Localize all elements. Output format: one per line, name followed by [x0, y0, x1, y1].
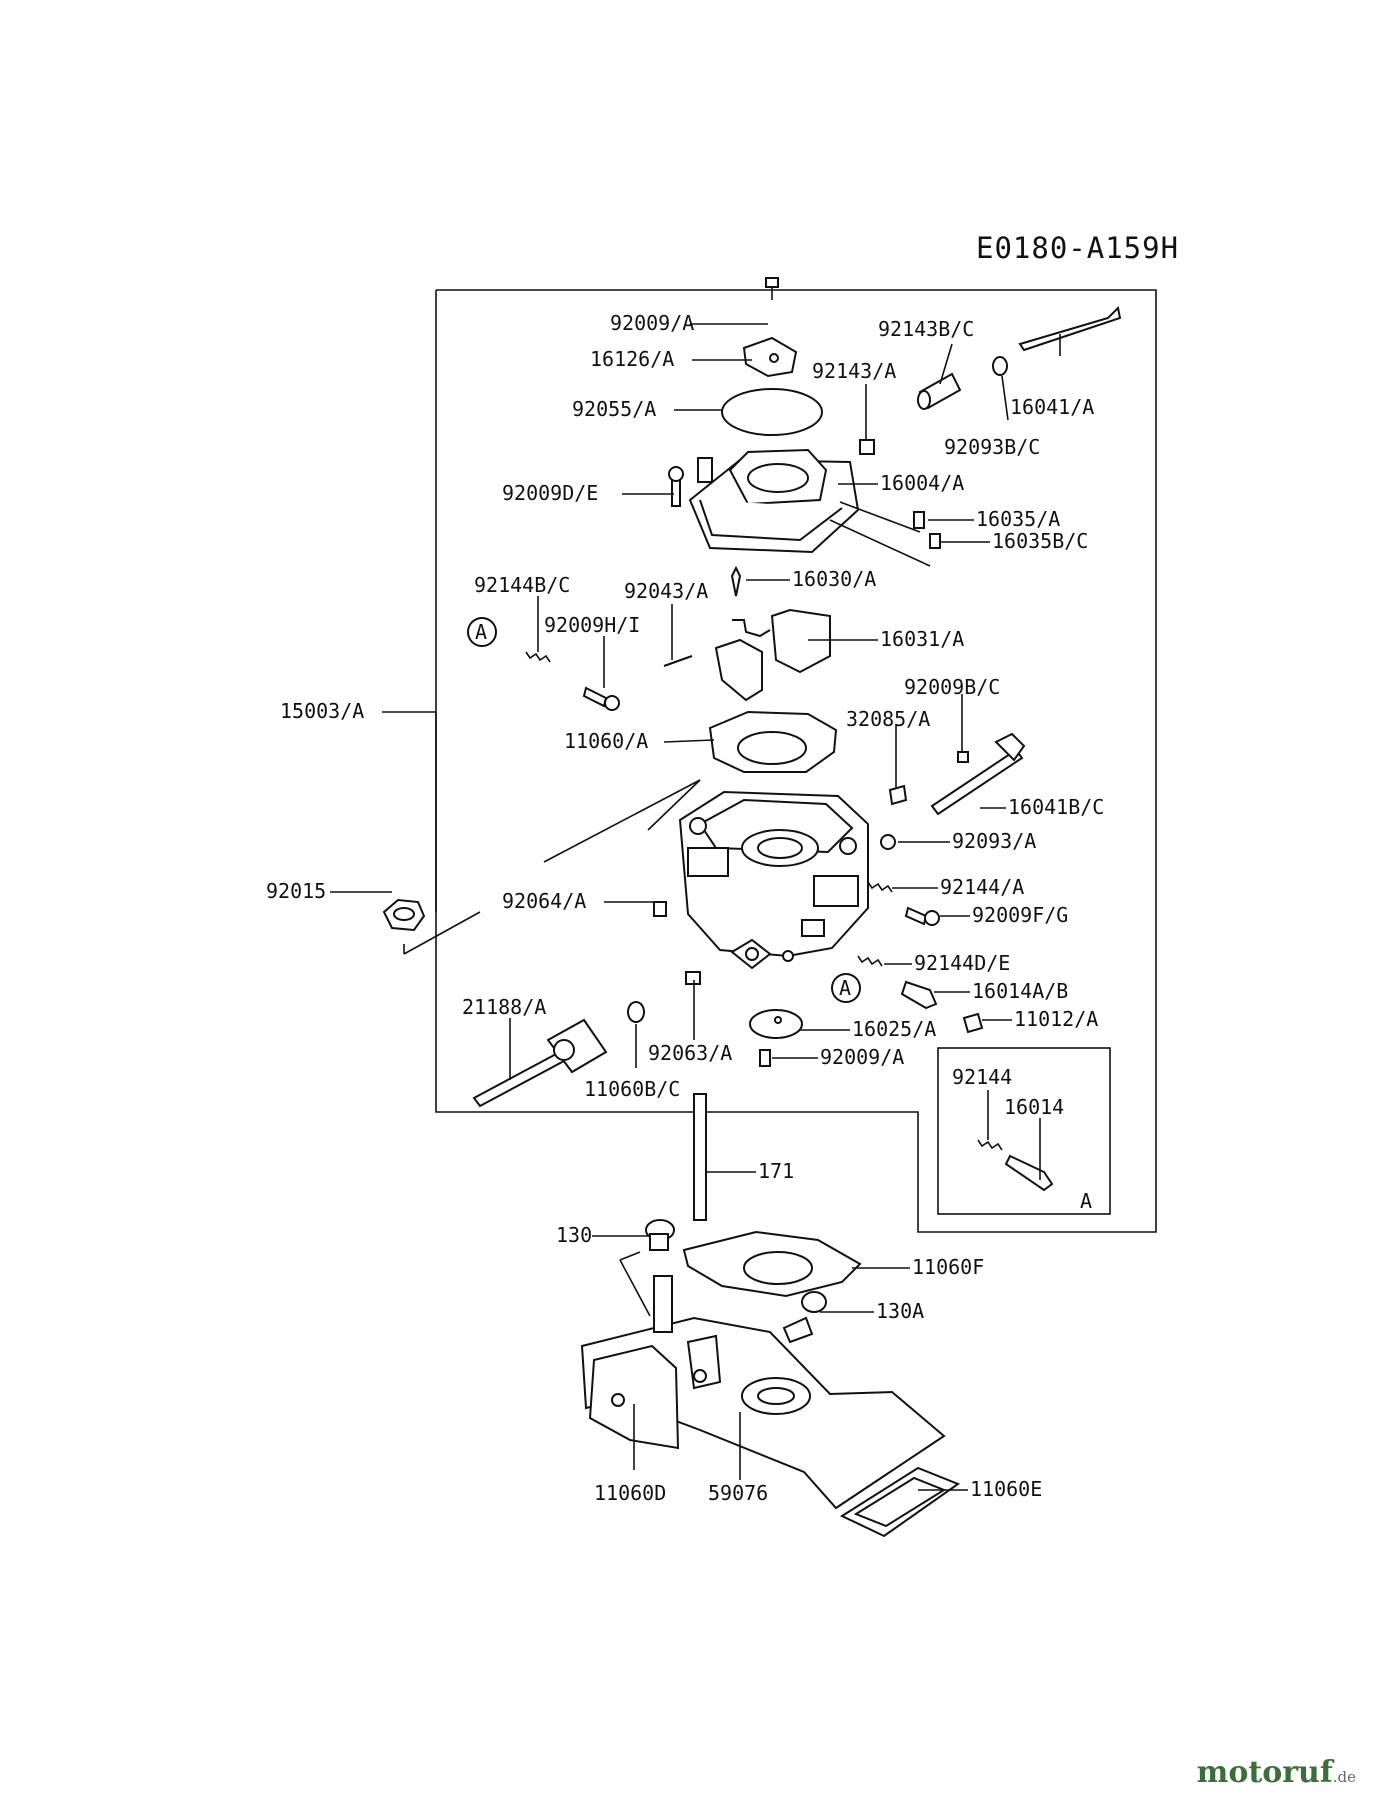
label-11012-a: 11012/A: [1014, 1007, 1098, 1031]
label-16004-a: 16004/A: [880, 471, 964, 495]
label-16014a-b: 16014A/B: [972, 979, 1068, 1003]
callout-a-lower: A: [831, 973, 861, 1003]
label-11060f: 11060F: [912, 1255, 984, 1279]
inset-screw-16014: [1004, 1154, 1054, 1192]
label-130a: 130A: [876, 1299, 924, 1323]
label-15003-a: 15003/A: [280, 699, 364, 723]
label-92043-a: 92043/A: [624, 579, 708, 603]
label-92009f-g: 92009F/G: [972, 903, 1068, 927]
solenoid-21188: [472, 1018, 608, 1108]
assembly-frame: [435, 289, 1157, 1233]
callout-a-upper: A: [467, 617, 497, 647]
plate-16025: [749, 1009, 803, 1039]
svg-text:A: A: [475, 620, 487, 644]
choke-shaft-16041b: [930, 732, 1026, 816]
label-32085-a: 32085/A: [846, 707, 930, 731]
label-92009-a-bottom: 92009/A: [820, 1045, 904, 1069]
label-11060e: 11060E: [970, 1477, 1042, 1501]
label-11060b-c: 11060B/C: [584, 1077, 680, 1101]
bolt-130a: [782, 1291, 827, 1344]
screw-92009h: [582, 686, 620, 711]
label-inset-16014: 16014: [1004, 1095, 1064, 1119]
lever-16041a: [992, 305, 1122, 376]
label-59076: 59076: [708, 1481, 768, 1505]
screw-92009a-bottom: [759, 1049, 771, 1067]
cover-plate-16126: [742, 336, 798, 378]
label-92143b-c: 92143B/C: [878, 317, 974, 341]
o-ring-92055: [721, 388, 823, 436]
leader-lines: [330, 323, 1061, 1491]
label-inset-ref: A: [1080, 1189, 1092, 1213]
label-92143-a: 92143/A: [812, 359, 896, 383]
pin-92043: [663, 655, 693, 667]
watermark-logo: motoruf.de: [1197, 1755, 1356, 1790]
bolt-130: [645, 1219, 675, 1251]
spring-92144d: [857, 955, 883, 967]
label-171: 171: [758, 1159, 794, 1183]
watermark-suffix: .de: [1332, 1768, 1356, 1786]
washer-92093a: [880, 834, 896, 850]
label-11060-a: 11060/A: [564, 729, 648, 753]
label-130: 130: [556, 1223, 592, 1247]
label-16031-a: 16031/A: [880, 627, 964, 651]
label-92009b-c: 92009B/C: [904, 675, 1000, 699]
label-92063-a: 92063/A: [648, 1041, 732, 1065]
label-inset-92144: 92144: [952, 1065, 1012, 1089]
part-labels: 92009/A 16126/A 92055/A 92143B/C 92143/A…: [266, 311, 1104, 1505]
watermark-text: motoruf: [1196, 1755, 1333, 1790]
gasket-11060a: [708, 710, 838, 773]
label-92144d-e: 92144D/E: [914, 951, 1010, 975]
label-16025-a: 16025/A: [852, 1017, 936, 1041]
label-92009h-i: 92009H/I: [544, 613, 640, 637]
shaft-92143b: [917, 372, 962, 410]
label-21188-a: 21188/A: [462, 995, 546, 1019]
float-16031: [714, 608, 831, 702]
carb-main-body: [678, 790, 869, 970]
label-92064-a: 92064/A: [502, 889, 586, 913]
label-92144b-c: 92144B/C: [474, 573, 570, 597]
screw-92009-a-top: [765, 277, 779, 300]
carb-upper-body-16004: [668, 448, 860, 554]
label-92093b-c: 92093B/C: [944, 435, 1040, 459]
stud-171: [693, 1093, 707, 1221]
inset-spring-92144: [977, 1139, 1003, 1151]
screw-92009f: [904, 906, 940, 926]
bush-92143a: [859, 439, 875, 455]
gasket-11060f: [682, 1230, 862, 1298]
intake-manifold-59076: [580, 1275, 946, 1510]
label-92009d-e: 92009D/E: [502, 481, 598, 505]
label-16041-a: 16041/A: [1010, 395, 1094, 419]
label-16035-a: 16035/A: [976, 507, 1060, 531]
cap-11012: [962, 1012, 984, 1034]
label-11060d: 11060D: [594, 1481, 666, 1505]
label-16041b-c: 16041B/C: [1008, 795, 1104, 819]
jet-92064: [653, 901, 667, 917]
label-16126-a: 16126/A: [590, 347, 674, 371]
label-92009-a-top: 92009/A: [610, 311, 694, 335]
jets-16035: [913, 511, 941, 549]
label-92144-a: 92144/A: [940, 875, 1024, 899]
label-16030-a: 16030/A: [792, 567, 876, 591]
washer-11060b: [627, 1001, 645, 1023]
inset-box: [937, 1047, 1111, 1215]
needle-16014a: [900, 980, 938, 1010]
clip-32085: [888, 784, 908, 806]
diagram-code: E0180-A159H: [976, 231, 1179, 265]
label-16035b-c: 16035B/C: [992, 529, 1088, 553]
svg-text:A: A: [839, 976, 851, 1000]
label-92015: 92015: [266, 879, 326, 903]
label-92093-a: 92093/A: [952, 829, 1036, 853]
spring-92144b: [525, 651, 551, 663]
nut-92015: [382, 898, 426, 932]
label-92055-a: 92055/A: [572, 397, 656, 421]
spring-92144a: [867, 881, 893, 893]
needle-16030: [730, 565, 742, 597]
jet-92063: [685, 971, 701, 985]
